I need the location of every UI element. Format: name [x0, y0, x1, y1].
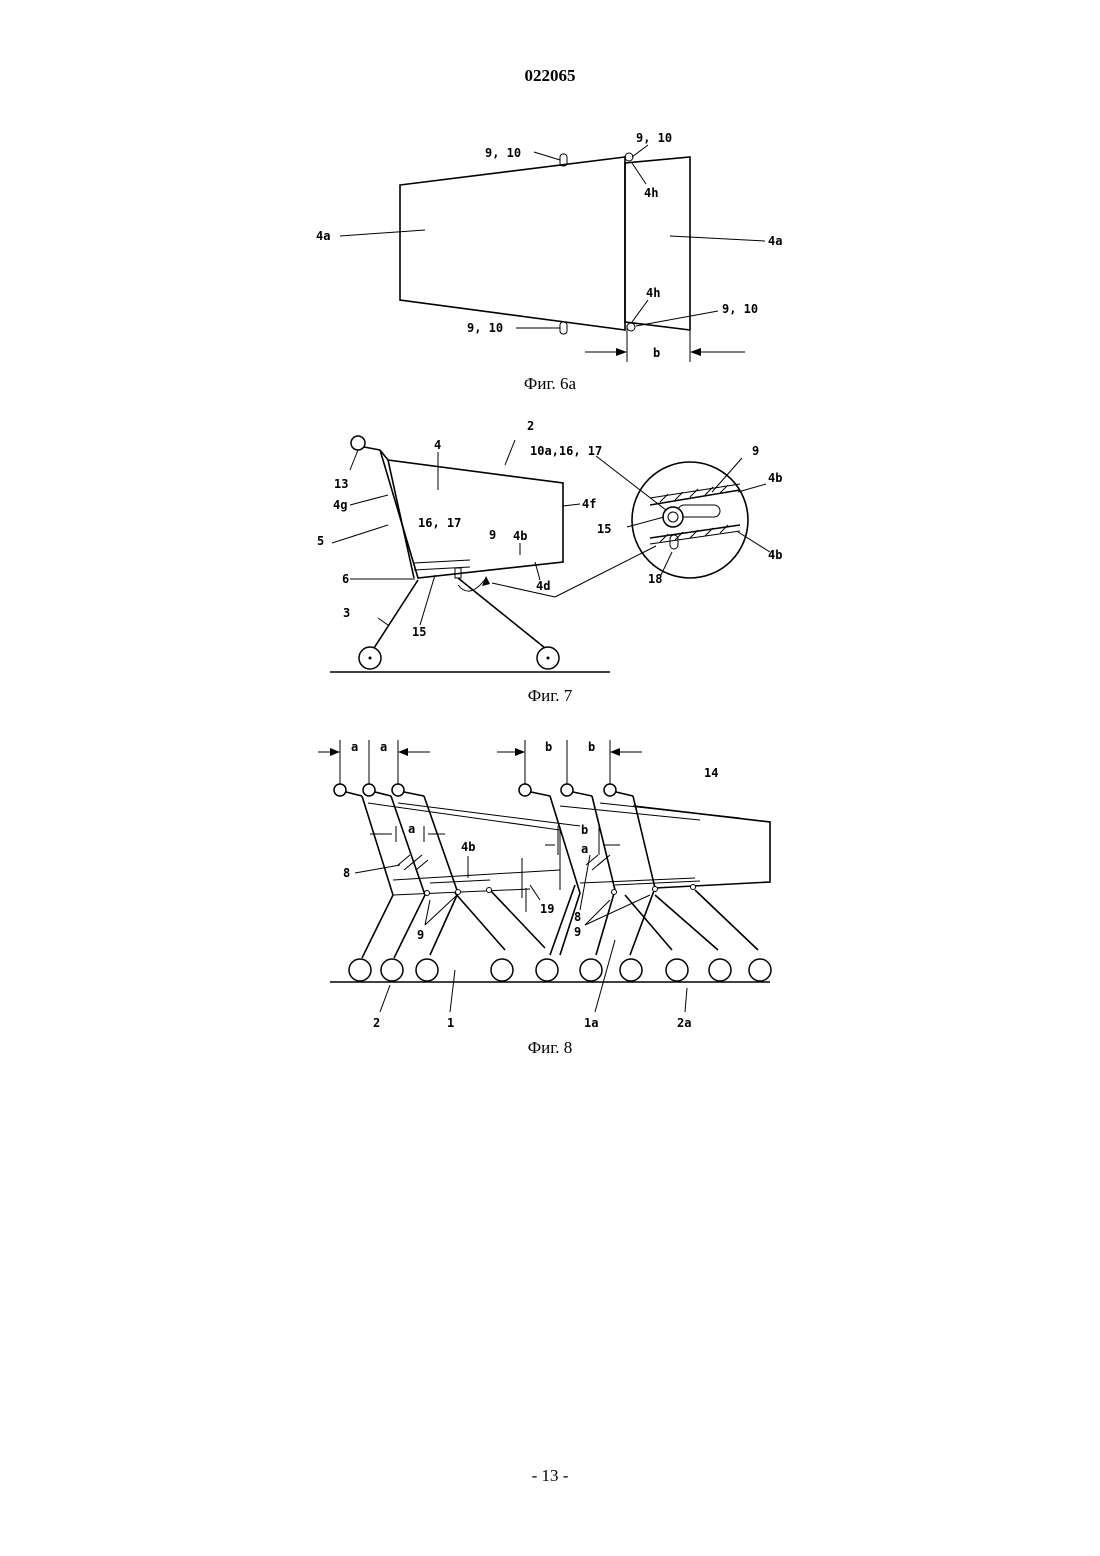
fig7-label: 18 — [648, 572, 662, 586]
figure-6a: 9, 10 9, 10 4h 4a 4a 4h 9, 10 9, 10 b — [0, 120, 1100, 370]
handle-icon — [392, 784, 404, 796]
page-number: - 13 - — [0, 1466, 1100, 1486]
fig7-label: 3 — [343, 606, 350, 620]
right-panel-4a — [625, 157, 690, 330]
fig8-label: a — [581, 842, 588, 856]
document-number: 022065 — [0, 66, 1100, 86]
detail-magnifier — [632, 462, 748, 578]
figure-8: a a b b 14 a b a 4b 8 8 19 9 9 2 1 1a 2a — [0, 728, 1100, 1040]
pin-loop-icon — [560, 322, 567, 334]
slot-icon — [678, 505, 720, 517]
fig8-label: 19 — [540, 902, 554, 916]
fig7-label: 15 — [412, 625, 426, 639]
fig8-label: 14 — [704, 766, 718, 780]
fig6a-label: 4h — [644, 186, 658, 200]
fig7-label: 4b — [768, 548, 782, 562]
wheel-icon — [666, 959, 688, 981]
fig7-label: 4g — [333, 498, 347, 512]
fig7-label: 16, 17 — [418, 516, 461, 530]
wheel-icon — [381, 959, 403, 981]
fig8-label: a — [351, 740, 358, 754]
handle-icon — [561, 784, 573, 796]
pin-loop-icon — [670, 535, 678, 549]
wheel-icon — [580, 959, 602, 981]
handle-icon — [519, 784, 531, 796]
fig7-label: 4b — [513, 529, 527, 543]
wheel-icon — [749, 959, 771, 981]
hinge-icon — [625, 153, 633, 161]
fig8-label: 2a — [677, 1016, 691, 1030]
fig8-label: b — [581, 823, 588, 837]
fig6a-label: 9, 10 — [485, 146, 521, 160]
left-panel-4a — [400, 157, 625, 330]
fig7-label: 4 — [434, 438, 441, 452]
fig7-label: 6 — [342, 572, 349, 586]
basket — [380, 450, 563, 578]
figure-6a-caption: Фиг. 6а — [0, 374, 1100, 394]
fig7-label: 15 — [597, 522, 611, 536]
fig6a-label: 4a — [316, 229, 330, 243]
fig8-label: b — [545, 740, 552, 754]
handle-icon — [334, 784, 346, 796]
fig7-label: 10a,16, 17 — [530, 444, 602, 458]
wheel-icon — [709, 959, 731, 981]
handle-icon — [363, 784, 375, 796]
wheel-icon — [620, 959, 642, 981]
handle-icon — [351, 436, 365, 450]
fig6a-label: 9, 10 — [722, 302, 758, 316]
fig8-label: 8 — [574, 910, 581, 924]
fig6a-label: 9, 10 — [636, 131, 672, 145]
fig8-label: a — [408, 822, 415, 836]
fig8-label: b — [588, 740, 595, 754]
wheel-icon — [416, 959, 438, 981]
figure-8-caption: Фиг. 8 — [0, 1038, 1100, 1058]
fig8-label: a — [380, 740, 387, 754]
fig7-label: 4f — [582, 497, 596, 511]
fig8-label: 1 — [447, 1016, 454, 1030]
fig7-label: 13 — [334, 477, 348, 491]
figure-7: 2 4 10a,16, 17 9 13 4b 4f 4g 16, 17 9 4b… — [0, 415, 1100, 685]
fig6a-label: 4a — [768, 234, 782, 248]
fig7-label: 4b — [768, 471, 782, 485]
fig7-label: 9 — [752, 444, 759, 458]
fig7-label: 4d — [536, 579, 550, 593]
fig7-label: 2 — [527, 419, 534, 433]
fig8-label: 8 — [343, 866, 350, 880]
fig8-label: 4b — [461, 840, 475, 854]
fig7-label: 5 — [317, 534, 324, 548]
fig6a-label: 4h — [646, 286, 660, 300]
fig6a-label: b — [653, 346, 660, 360]
hinge-icon — [627, 323, 635, 331]
fig8-label: 9 — [417, 928, 424, 942]
figure-7-caption: Фиг. 7 — [0, 686, 1100, 706]
fig8-label: 9 — [574, 925, 581, 939]
wheel-icon — [349, 959, 371, 981]
wheel-icon — [491, 959, 513, 981]
fig7-label: 9 — [489, 528, 496, 542]
fig6a-label: 9, 10 — [467, 321, 503, 335]
handle-icon — [604, 784, 616, 796]
wheel-icon — [536, 959, 558, 981]
fig8-label: 1a — [584, 1016, 598, 1030]
fig8-label: 2 — [373, 1016, 380, 1030]
